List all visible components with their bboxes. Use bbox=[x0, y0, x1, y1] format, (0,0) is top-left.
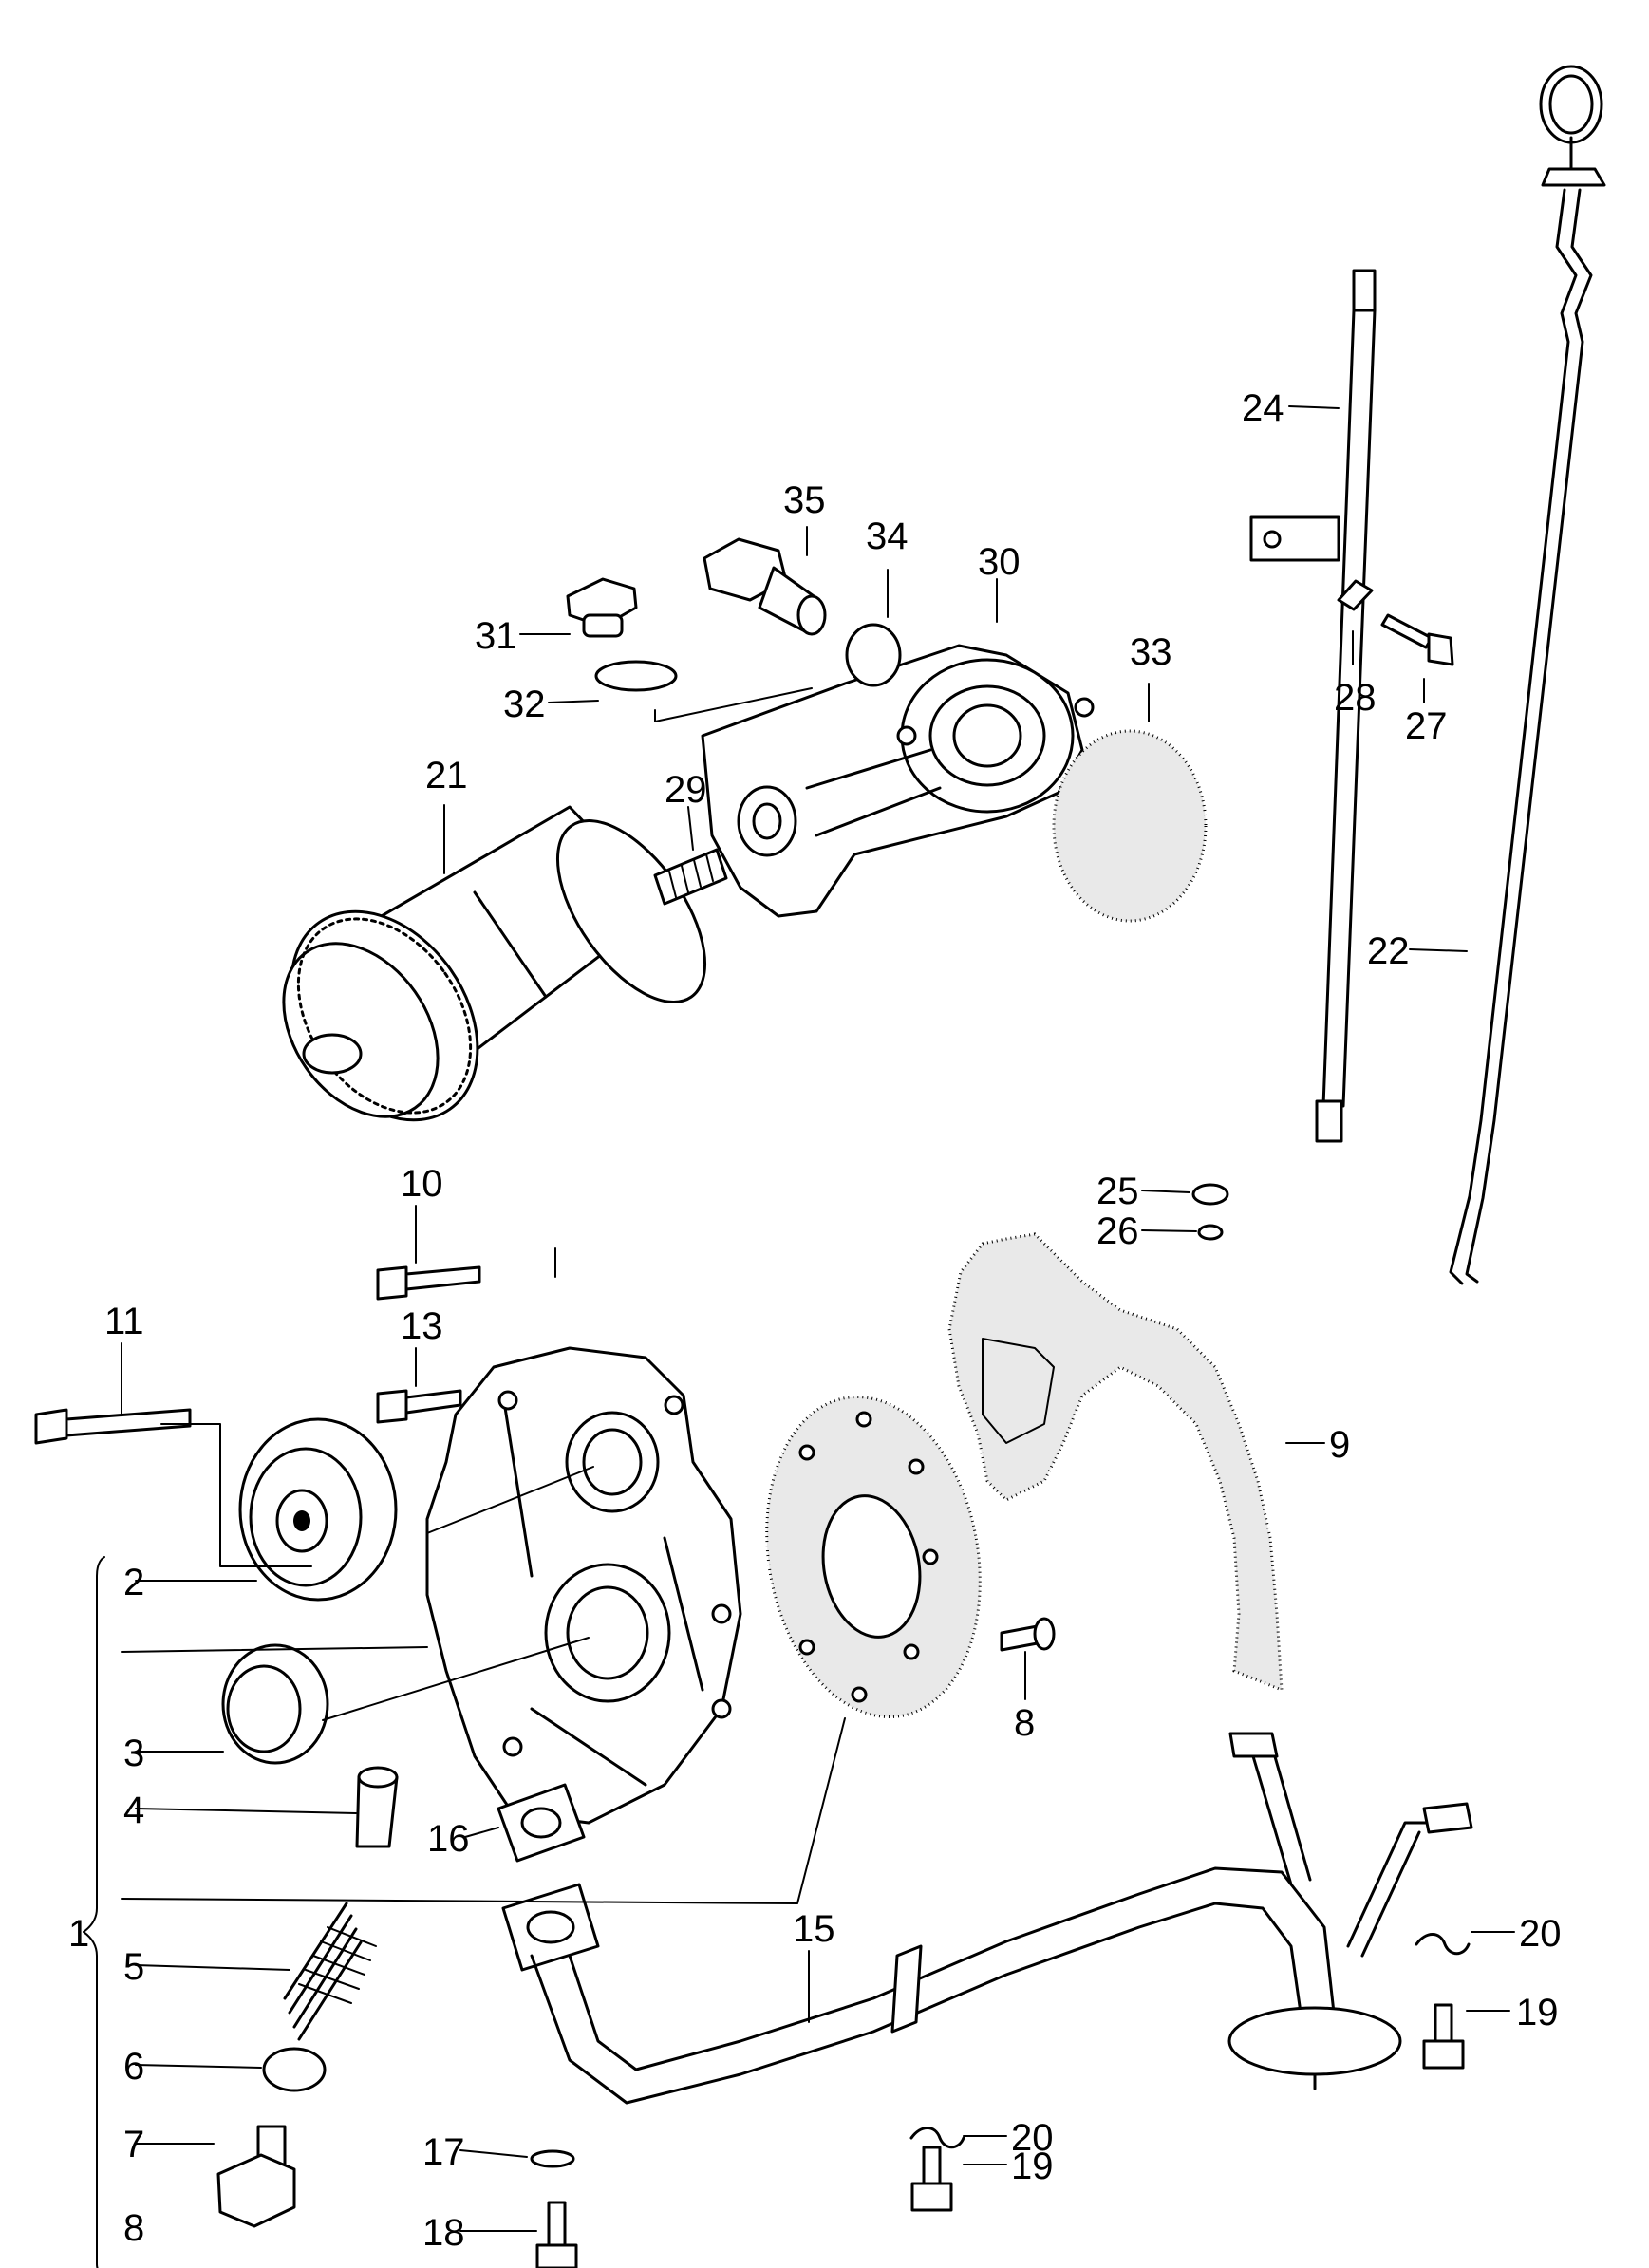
callout-4: 4 bbox=[123, 1790, 144, 1831]
oil-pump-housing[interactable] bbox=[425, 1346, 742, 1825]
bolt-13[interactable] bbox=[376, 1389, 462, 1424]
callout-19-a: 19 bbox=[1011, 2146, 1054, 2187]
callout-31: 31 bbox=[475, 615, 517, 657]
ring-6[interactable] bbox=[262, 2047, 327, 2092]
clip-28[interactable] bbox=[1337, 579, 1374, 611]
washer-25[interactable] bbox=[1191, 1183, 1229, 1206]
clip-20-a[interactable] bbox=[909, 2127, 965, 2149]
oil-filter-bracket[interactable] bbox=[701, 644, 1095, 918]
washer-17[interactable] bbox=[530, 2149, 575, 2168]
bolt-27[interactable] bbox=[1380, 613, 1454, 666]
callout-5: 5 bbox=[123, 1946, 144, 1988]
callout-2: 2 bbox=[123, 1562, 144, 1603]
bolt-10[interactable] bbox=[376, 1265, 481, 1301]
plug-7[interactable] bbox=[216, 2125, 296, 2228]
screw-8[interactable] bbox=[1000, 1617, 1056, 1652]
callout-6: 6 bbox=[123, 2046, 144, 2088]
dipstick-cap bbox=[1541, 167, 1606, 187]
threaded-stud[interactable] bbox=[653, 848, 728, 906]
dipstick-guide-tube[interactable] bbox=[1249, 269, 1377, 1143]
gasket-ring-33[interactable] bbox=[1052, 729, 1208, 923]
callout-27: 27 bbox=[1405, 705, 1448, 747]
callout-19-b: 19 bbox=[1516, 1992, 1559, 2034]
clip-20-b[interactable] bbox=[1415, 1933, 1471, 1956]
sealing-ring-32[interactable] bbox=[594, 660, 678, 692]
callout-30: 30 bbox=[978, 541, 1021, 583]
callout-15: 15 bbox=[793, 1908, 835, 1950]
callout-22: 22 bbox=[1367, 930, 1410, 972]
callout-26: 26 bbox=[1096, 1210, 1139, 1252]
spring[interactable] bbox=[283, 1902, 377, 2041]
flange-gasket-16[interactable] bbox=[497, 1783, 586, 1863]
callout-16: 16 bbox=[427, 1818, 470, 1860]
callout-20-b: 20 bbox=[1519, 1913, 1562, 1955]
callout-29: 29 bbox=[665, 769, 707, 811]
callout-8-a: 8 bbox=[123, 2207, 144, 2249]
pin[interactable] bbox=[355, 1766, 399, 1848]
callout-1: 1 bbox=[68, 1913, 89, 1955]
callout-24: 24 bbox=[1242, 387, 1284, 429]
callout-9: 9 bbox=[1329, 1424, 1350, 1466]
oil-filter[interactable] bbox=[252, 796, 734, 1155]
bolt-18[interactable] bbox=[535, 2201, 578, 2268]
bolt-19-b[interactable] bbox=[1422, 2003, 1465, 2070]
callout-21: 21 bbox=[425, 755, 468, 797]
oil-pressure-switch[interactable] bbox=[703, 537, 827, 636]
callout-8-b: 8 bbox=[1014, 1702, 1035, 1744]
callout-7: 7 bbox=[123, 2124, 144, 2165]
callout-35: 35 bbox=[783, 479, 826, 521]
guide-tube-bracket bbox=[1249, 515, 1340, 562]
dipstick[interactable] bbox=[1449, 65, 1606, 1285]
oil-pump-gear[interactable] bbox=[238, 1417, 398, 1602]
callout-20-a: 20 bbox=[1011, 2117, 1054, 2159]
callout-33: 33 bbox=[1130, 631, 1172, 673]
callout-32: 32 bbox=[503, 684, 546, 725]
callout-25: 25 bbox=[1096, 1171, 1139, 1212]
bolt-19-a[interactable] bbox=[910, 2146, 953, 2212]
leader-lines bbox=[83, 405, 1515, 2268]
callout-13: 13 bbox=[401, 1305, 443, 1347]
o-ring-26[interactable] bbox=[1197, 1224, 1224, 1241]
oil-pickup-pipe[interactable] bbox=[501, 1732, 1473, 2105]
callout-17: 17 bbox=[422, 2131, 465, 2173]
callout-10: 10 bbox=[401, 1163, 443, 1205]
bolt-11[interactable] bbox=[34, 1408, 192, 1445]
pump-gasket[interactable] bbox=[742, 1379, 1004, 1734]
callout-34: 34 bbox=[866, 515, 909, 557]
callout-3: 3 bbox=[123, 1733, 144, 1774]
rear-gasket[interactable] bbox=[947, 1232, 1284, 1693]
sealing-ring-34[interactable] bbox=[845, 623, 902, 687]
screw-plug[interactable] bbox=[566, 577, 638, 638]
callout-18: 18 bbox=[422, 2212, 465, 2254]
oil-seal[interactable] bbox=[221, 1643, 329, 1765]
callout-28: 28 bbox=[1334, 677, 1377, 719]
callout-labels: 1 2 3 4 5 6 7 8 8 9 10 11 13 15 16 17 18… bbox=[68, 387, 1562, 2254]
callout-11: 11 bbox=[104, 1301, 144, 1342]
